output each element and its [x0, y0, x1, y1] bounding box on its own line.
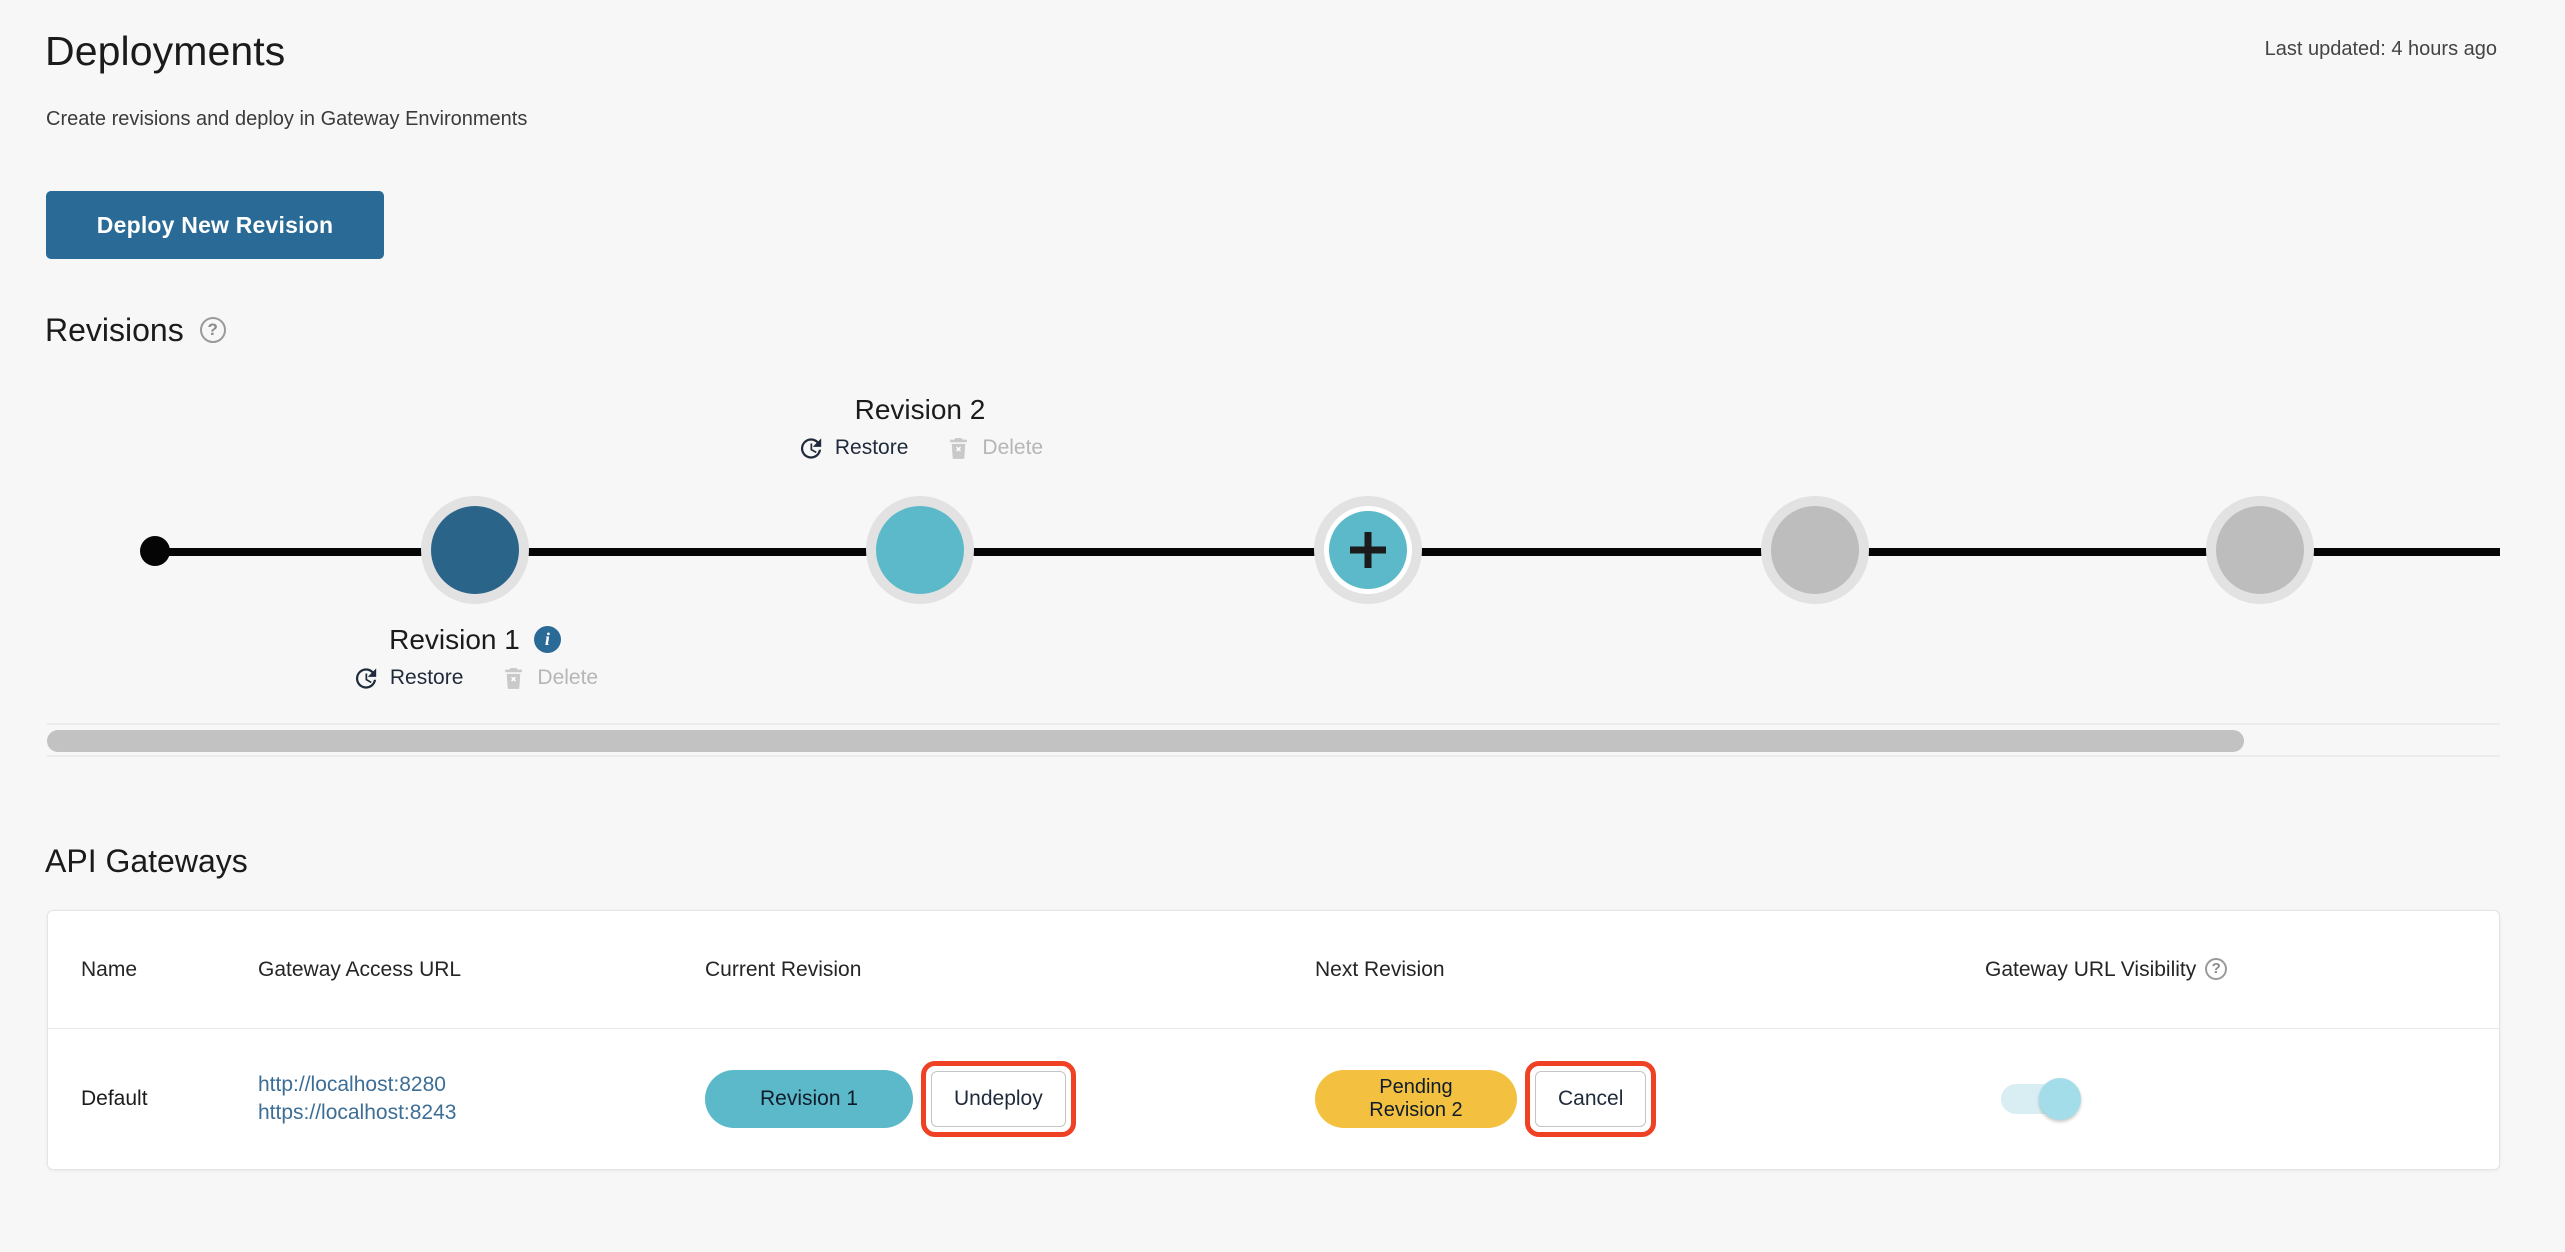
revision-2-delete-label: Delete	[982, 436, 1044, 460]
cell-gateway-urls: http://localhost:8280 https://localhost:…	[258, 1073, 705, 1125]
gateway-url-visibility-help-icon[interactable]: ?	[2205, 957, 2228, 980]
revision-1-actions: Restore Delete	[245, 665, 705, 692]
timeline-add-revision-node[interactable]	[1314, 496, 1422, 604]
revision-1-delete-label: Delete	[537, 666, 599, 690]
timeline-horizontal-scrollbar[interactable]	[47, 723, 2500, 757]
revision-2-delete-button: Delete	[946, 435, 1043, 462]
delete-icon	[946, 435, 971, 462]
gateway-http-url-link[interactable]: http://localhost:8280	[258, 1073, 446, 1096]
column-header-next-revision: Next Revision	[1315, 957, 1445, 981]
revisions-heading: Revisions?	[45, 312, 226, 349]
timeline-node-empty-1[interactable]	[1761, 496, 1869, 604]
timeline-node-core	[1771, 506, 1859, 594]
deploy-new-revision-button[interactable]: Deploy New Revision	[46, 191, 384, 259]
delete-icon	[501, 665, 526, 692]
timeline-node-core	[431, 506, 519, 594]
undeploy-highlight-ring: Undeploy	[921, 1061, 1076, 1137]
next-revision-pending-chip[interactable]: Pending Revision 2	[1315, 1070, 1517, 1128]
table-row: Default http://localhost:8280 https://lo…	[48, 1029, 2499, 1169]
toggle-thumb	[2039, 1078, 2081, 1120]
revision-2-actions: Restore Delete	[690, 435, 1150, 462]
revision-2-name: Revision 2	[855, 393, 986, 427]
table-header-row: Name Gateway Access URL Current Revision…	[48, 911, 2499, 1029]
revision-2-restore-button[interactable]: Restore	[797, 435, 909, 462]
revision-2-name-label: Revision 2	[854, 394, 986, 425]
current-revision-chip[interactable]: Revision 1	[705, 1070, 913, 1128]
timeline-node-core	[876, 506, 964, 594]
page-title: Deployments	[45, 28, 286, 74]
cell-next-revision: Pending Revision 2 Cancel	[1315, 1061, 1985, 1137]
last-updated-text: Last updated: 4 hours ago	[2264, 38, 2497, 60]
column-header-current-revision: Current Revision	[705, 957, 862, 981]
timeline-node-empty-2[interactable]	[2206, 496, 2314, 604]
column-header-gateway-url-visibility-label: Gateway URL Visibility	[1985, 957, 2197, 981]
restore-icon	[352, 665, 379, 692]
restore-icon	[797, 435, 824, 462]
cell-current-revision: Revision 1 Undeploy	[705, 1061, 1315, 1137]
revisions-help-icon[interactable]: ?	[199, 316, 226, 343]
column-header-name: Name	[81, 957, 138, 981]
gateway-url-visibility-toggle[interactable]	[2001, 1078, 2081, 1120]
column-header-gateway-url: Gateway Access URL	[258, 957, 462, 981]
info-icon[interactable]: i	[533, 626, 561, 654]
api-gateways-table: Name Gateway Access URL Current Revision…	[47, 910, 2500, 1170]
revisions-heading-label: Revisions	[45, 312, 184, 348]
cell-gateway-url-visibility	[1985, 1078, 2499, 1120]
scrollbar-thumb[interactable]	[47, 730, 2244, 752]
revision-1-label-group: Revision 1 i Restore Delete	[245, 623, 705, 692]
page-subtitle: Create revisions and deploy in Gateway E…	[46, 108, 528, 130]
gateway-https-url-link[interactable]: https://localhost:8243	[258, 1101, 457, 1124]
revision-1-delete-button: Delete	[501, 665, 598, 692]
api-gateways-heading: API Gateways	[45, 843, 248, 879]
column-header-gateway-url-visibility: Gateway URL Visibility ?	[1985, 957, 2499, 982]
revision-1-name-label: Revision 1	[389, 624, 520, 655]
timeline-node-revision-2[interactable]	[866, 496, 974, 604]
cell-gateway-name: Default	[81, 1087, 148, 1110]
revision-1-restore-label: Restore	[389, 666, 464, 690]
cancel-highlight-ring: Cancel	[1525, 1061, 1657, 1137]
cancel-button[interactable]: Cancel	[1535, 1071, 1647, 1127]
revision-1-name: Revision 1 i	[389, 623, 561, 657]
timeline-node-core	[2216, 506, 2304, 594]
page-header: Deployments Create revisions and deploy …	[0, 0, 2565, 150]
revision-2-restore-label: Restore	[834, 436, 909, 460]
revision-1-restore-button[interactable]: Restore	[352, 665, 464, 692]
undeploy-button[interactable]: Undeploy	[931, 1071, 1066, 1127]
revision-2-label-group: Revision 2 Restore Delete	[690, 393, 1150, 462]
plus-icon	[1324, 506, 1412, 594]
timeline-node-revision-1[interactable]	[421, 496, 529, 604]
